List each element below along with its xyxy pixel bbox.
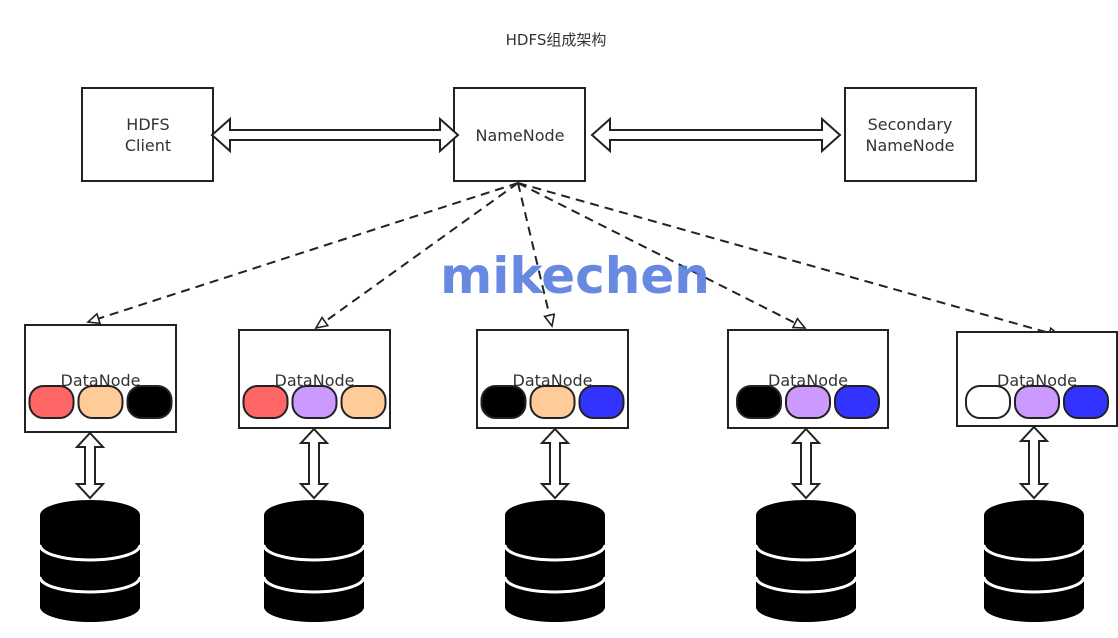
heartbeat-connections <box>88 182 1060 336</box>
watermark-text: mikechen <box>440 247 710 305</box>
client-namenode-double-arrow <box>210 116 460 154</box>
data-block <box>77 385 124 419</box>
dashed-arrow-datanode-3 <box>517 182 552 326</box>
secondary-label-line2: NameNode <box>866 136 955 155</box>
data-block <box>1014 385 1060 419</box>
dashed-arrow-datanode-2 <box>316 182 519 328</box>
datanode-1: DataNode <box>24 324 177 622</box>
datanode-label: DataNode <box>768 371 848 390</box>
namenode-secondary-double-arrow <box>590 116 842 154</box>
datanodes-layer: DataNode DataNode DataNode DataNode DataNode <box>24 324 1118 622</box>
client-label-line1: HDFS <box>126 115 169 134</box>
datanode-4: DataNode <box>727 329 889 622</box>
data-block <box>480 385 527 419</box>
datanode-label: DataNode <box>61 371 141 390</box>
datanode-2: DataNode <box>238 329 391 622</box>
dashed-arrow-datanode-1 <box>88 182 519 322</box>
datanode-label: DataNode <box>997 371 1077 390</box>
client-label-line2: Client <box>125 136 171 155</box>
data-block <box>28 385 75 419</box>
secondary-label-line1: Secondary <box>868 115 953 134</box>
data-block <box>965 385 1011 419</box>
dashed-arrow-datanode-5 <box>517 182 1060 336</box>
database-cylinder-icon <box>982 500 1086 622</box>
data-block <box>785 385 831 419</box>
datanode-5: DataNode <box>956 331 1118 622</box>
data-block <box>736 385 782 419</box>
datanode-label: DataNode <box>275 371 355 390</box>
data-block <box>242 385 289 419</box>
datanode-3: DataNode <box>476 329 629 622</box>
double-arrow-icon <box>790 427 822 500</box>
database-cylinder-icon <box>262 500 366 622</box>
datanode-label: DataNode <box>513 371 593 390</box>
database-cylinder-icon <box>503 500 607 622</box>
double-arrow-icon <box>539 427 571 500</box>
data-block <box>834 385 880 419</box>
hdfs-client-node: HDFS Client <box>81 87 214 182</box>
data-block <box>578 385 625 419</box>
secondary-namenode: Secondary NameNode <box>844 87 977 182</box>
database-cylinder-icon <box>754 500 858 622</box>
data-block <box>529 385 576 419</box>
diagram-title: HDFS组成架构 <box>506 31 607 49</box>
double-arrow-icon <box>298 427 330 500</box>
data-block <box>340 385 387 419</box>
namenode: NameNode <box>453 87 586 182</box>
dashed-arrow-datanode-4 <box>517 182 805 329</box>
double-arrow-icon <box>74 431 106 500</box>
data-block <box>126 385 173 419</box>
namenode-label: NameNode <box>476 126 565 145</box>
database-cylinder-icon <box>38 500 142 622</box>
data-block <box>1063 385 1109 419</box>
data-block <box>291 385 338 419</box>
double-arrow-icon <box>1018 425 1050 500</box>
